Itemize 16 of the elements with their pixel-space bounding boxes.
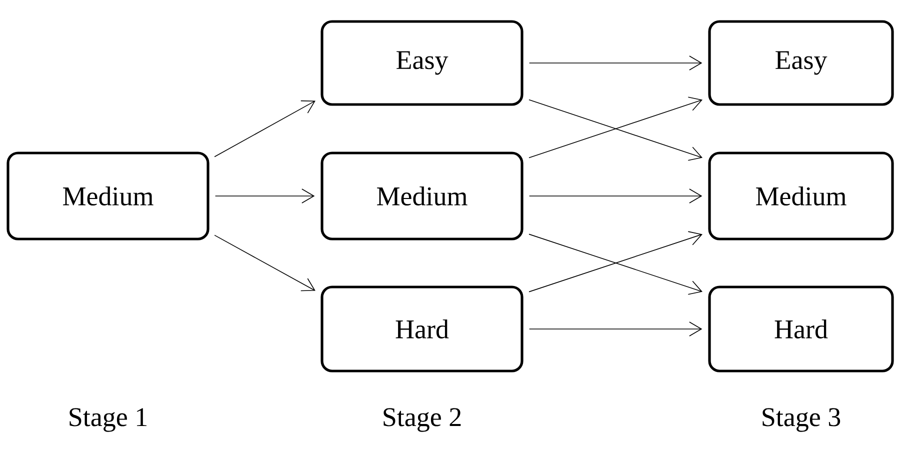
stage-box: Medium: [320, 152, 524, 240]
arrow: [528, 188, 702, 204]
stage-box: Easy: [708, 20, 894, 106]
stage-box: Hard: [708, 286, 894, 372]
arrow: [214, 188, 315, 204]
stage-label: Stage 1: [70, 408, 147, 432]
arrow: [528, 322, 702, 336]
stage-box: Medium: [6, 152, 210, 240]
stage-box: Hard: [320, 286, 524, 372]
arrow: [528, 56, 702, 70]
arrow: [214, 234, 316, 292]
stage-label: Stage 3: [762, 408, 840, 432]
stage-box: Easy: [320, 20, 524, 106]
arrow: [214, 100, 316, 158]
stage-label: Stage 2: [384, 408, 461, 432]
stage-box: Medium: [708, 152, 894, 240]
